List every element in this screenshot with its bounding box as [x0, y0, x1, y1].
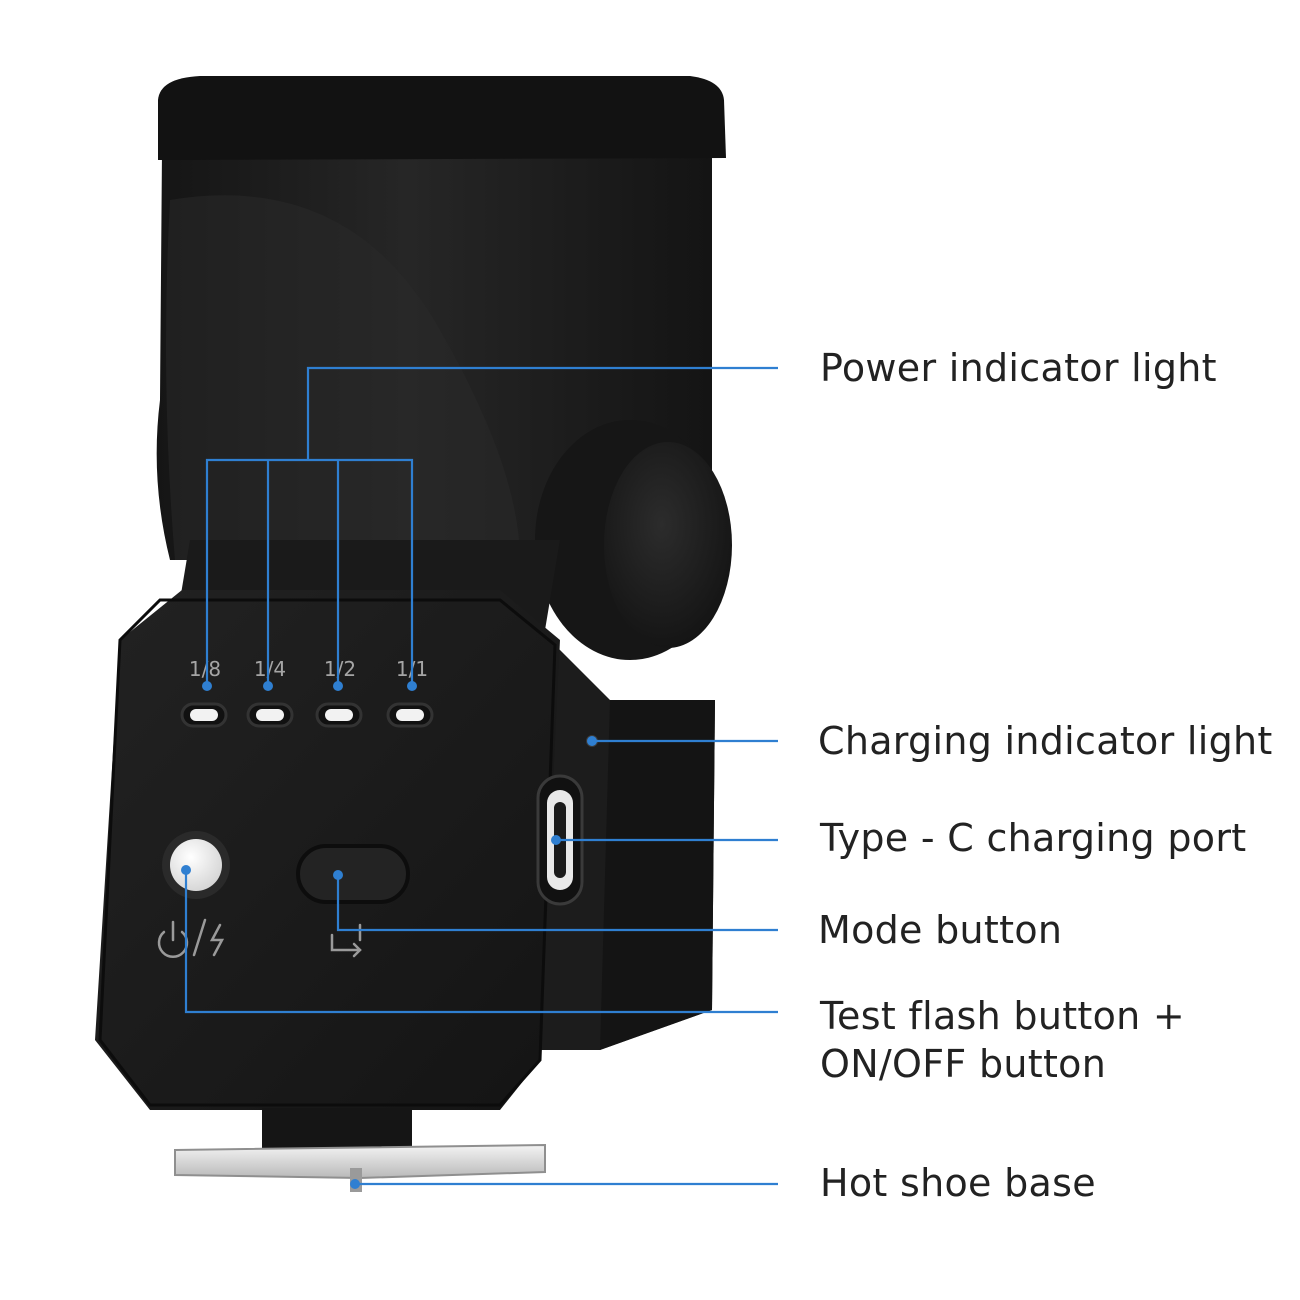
- callout-dot: [587, 736, 597, 746]
- callout-line-power: [306, 366, 778, 460]
- callout-power-indicator: Power indicator light: [820, 346, 1217, 390]
- callout-dot: [333, 681, 343, 691]
- callout-dot: [407, 681, 417, 691]
- power-level-label: 1/2: [324, 657, 356, 681]
- hot-shoe-stem: [262, 1108, 412, 1153]
- callout-charging-indicator: Charging indicator light: [818, 719, 1273, 763]
- callout-mode-button: Mode button: [818, 908, 1063, 952]
- power-led-light: [256, 709, 284, 721]
- hot-shoe-plate: [174, 1143, 546, 1180]
- callout-test-flash-line2: ON/OFF button: [820, 1042, 1107, 1086]
- callout-dot: [551, 835, 561, 845]
- power-level-label: 1/4: [254, 657, 286, 681]
- callout-dot: [263, 681, 273, 691]
- flash-body-bevel: [98, 598, 557, 1107]
- callout-dot: [333, 870, 343, 880]
- callout-lines: [184, 366, 778, 1186]
- flash-head-rim: [158, 76, 726, 160]
- cycle-arrows-icon: [330, 923, 362, 958]
- test-flash-button[interactable]: [170, 839, 222, 891]
- power-led-light: [325, 709, 353, 721]
- flash-head: [156, 76, 726, 560]
- mode-button[interactable]: [296, 844, 410, 904]
- tilt-knob-face: [604, 442, 732, 648]
- side-compartment-panel: [600, 700, 715, 1050]
- power-led-light: [190, 709, 218, 721]
- callout-line-test-flash: [184, 870, 778, 1014]
- callout-dot: [202, 681, 212, 691]
- callout-dot: [350, 1179, 360, 1189]
- callout-line-power-branch: [205, 458, 414, 684]
- callout-dots: [181, 681, 597, 1189]
- callout-line-mode: [336, 875, 778, 932]
- flash-head-shading: [166, 195, 520, 560]
- power-level-label: 1/8: [189, 657, 221, 681]
- callout-test-flash: Test flash button + ON/OFF button: [820, 992, 1185, 1088]
- power-led-light: [396, 709, 424, 721]
- power-indicator-leds: [180, 702, 434, 728]
- callout-hot-shoe: Hot shoe base: [820, 1161, 1096, 1205]
- callout-dot: [181, 865, 191, 875]
- callout-test-flash-line1: Test flash button +: [820, 994, 1186, 1038]
- callout-type-c-port: Type - C charging port: [820, 816, 1247, 860]
- tilt-knob: [535, 420, 732, 660]
